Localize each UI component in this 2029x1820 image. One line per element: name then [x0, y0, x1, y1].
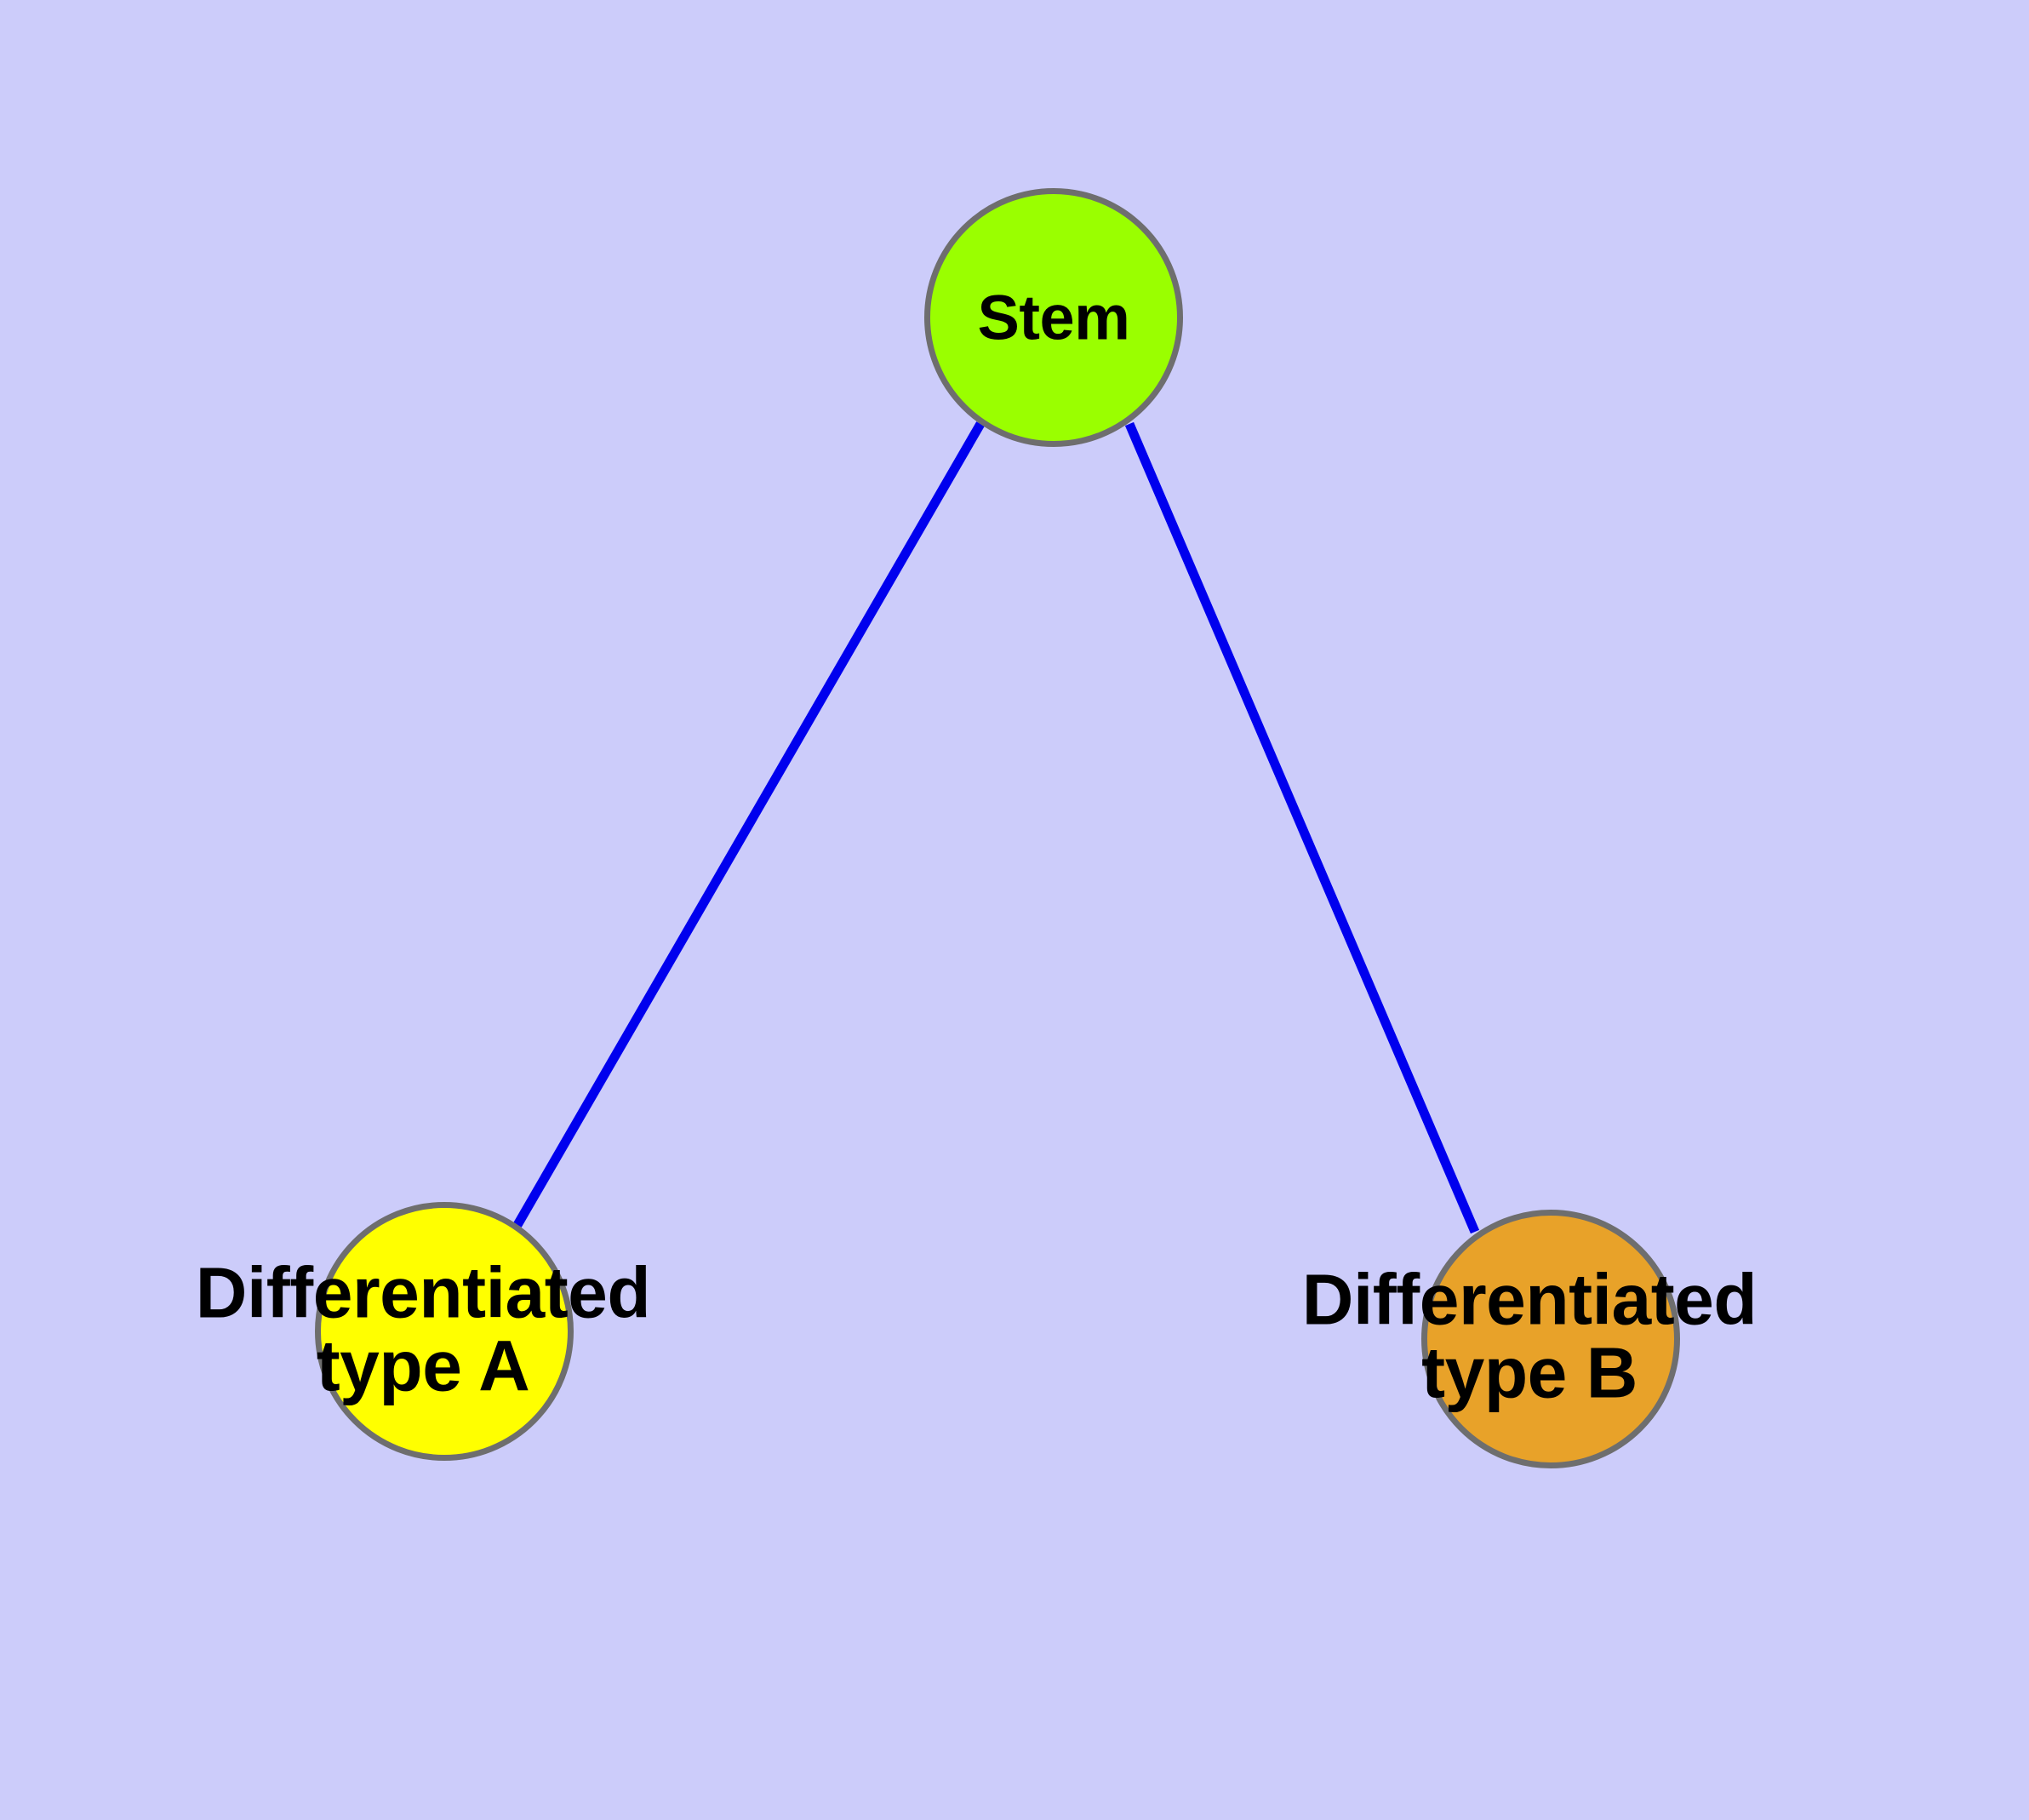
edge-layer	[513, 421, 1480, 1234]
edge-stem-to-diff-a[interactable]	[513, 421, 985, 1228]
edge-stem-to-diff-b[interactable]	[1124, 421, 1480, 1234]
node-circle-stem[interactable]	[924, 188, 1183, 447]
node-layer	[315, 188, 1680, 1468]
node-circle-diff-b[interactable]	[1421, 1210, 1680, 1468]
node-circle-diff-a[interactable]	[315, 1202, 574, 1461]
